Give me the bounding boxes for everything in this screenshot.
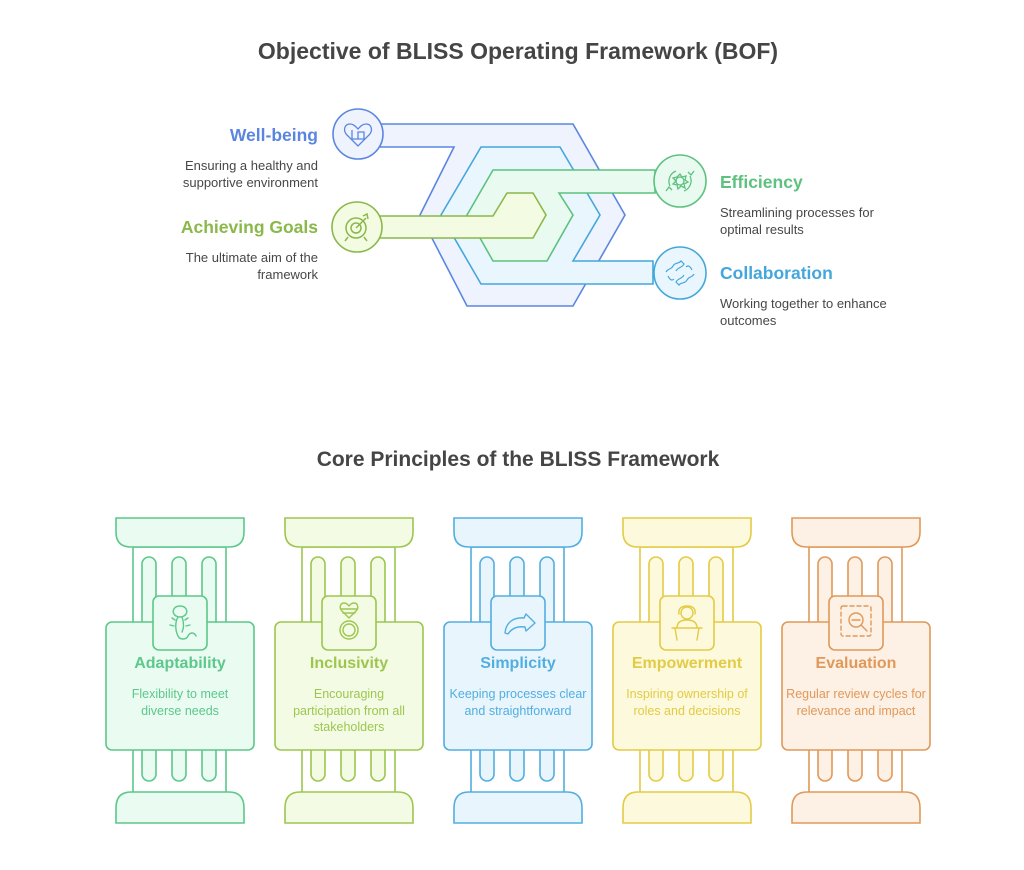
pillar-shape [443,517,593,824]
heart-book-icon [343,123,373,147]
objective-achieving-goals: Achieving Goals The ultimate aim of the … [78,217,318,283]
objective-efficiency: Efficiency Streamlining processes for op… [720,172,960,238]
well-being-node [332,108,384,160]
speaker-podium-icon [671,605,703,641]
objective-heading: Achieving Goals [180,217,318,237]
objective-diagram [331,108,707,307]
lizard-icon [169,605,197,640]
objective-description: Streamlining processes for optimal resul… [720,205,874,237]
objective-heading: Collaboration [720,263,833,283]
pillar-empowerment: Empowerment Inspiring ownership of roles… [607,510,767,830]
objective-heading: Efficiency [720,172,803,192]
heart-ring-icon [339,602,359,640]
curved-arrow-icon [504,613,536,635]
collaboration-node [653,246,707,300]
achieving-goals-path [379,192,547,239]
pillar-description: Regular review cycles for relevance and … [786,687,926,718]
pillar-description: Keeping processes clear and straightforw… [449,687,587,718]
principles-title: Core Principles of the BLISS Framework [316,448,720,471]
pillar-shape [612,517,762,824]
objective-well-being: Well-being Ensuring a healthy and suppor… [78,125,318,191]
efficiency-node [653,154,707,208]
pillar-heading: Evaluation [815,655,897,672]
pillar-description: Encouraging participation from all stake… [293,687,405,734]
pillar-description: Inspiring ownership of roles and decisio… [626,687,748,718]
achieving-goals-node [331,201,383,253]
target-icon [344,212,369,242]
objective-description: The ultimate aim of the framework [185,250,318,282]
objective-title: Objective of BLISS Operating Framework (… [257,38,779,64]
pillar-heading: Adaptability [134,655,226,672]
objective-description: Working together to enhance outcomes [720,296,887,328]
pillar-adaptability: Adaptability Flexibility to meet diverse… [100,510,260,830]
pillar-evaluation: Evaluation Regular review cycles for rel… [776,510,936,830]
pillar-heading: Inclusivity [309,655,389,672]
gear-cycle-icon [665,170,695,192]
pillar-shape [274,517,424,824]
objective-description: Ensuring a healthy and supportive enviro… [182,158,318,190]
pillar-shape [781,517,931,824]
objective-heading: Well-being [229,125,318,145]
pillar-simplicity: Simplicity Keeping processes clear and s… [438,510,598,830]
zoom-out-magnifier-icon [840,605,872,637]
handshake-icon [665,260,695,286]
pillar-heading: Simplicity [480,655,556,672]
objective-collaboration: Collaboration Working together to enhanc… [720,263,960,329]
pillar-inclusivity: Inclusivity Encouraging participation fr… [269,510,429,830]
pillar-heading: Empowerment [631,655,743,672]
pillar-description: Flexibility to meet diverse needs [131,687,229,718]
pillar-shape [105,517,255,824]
